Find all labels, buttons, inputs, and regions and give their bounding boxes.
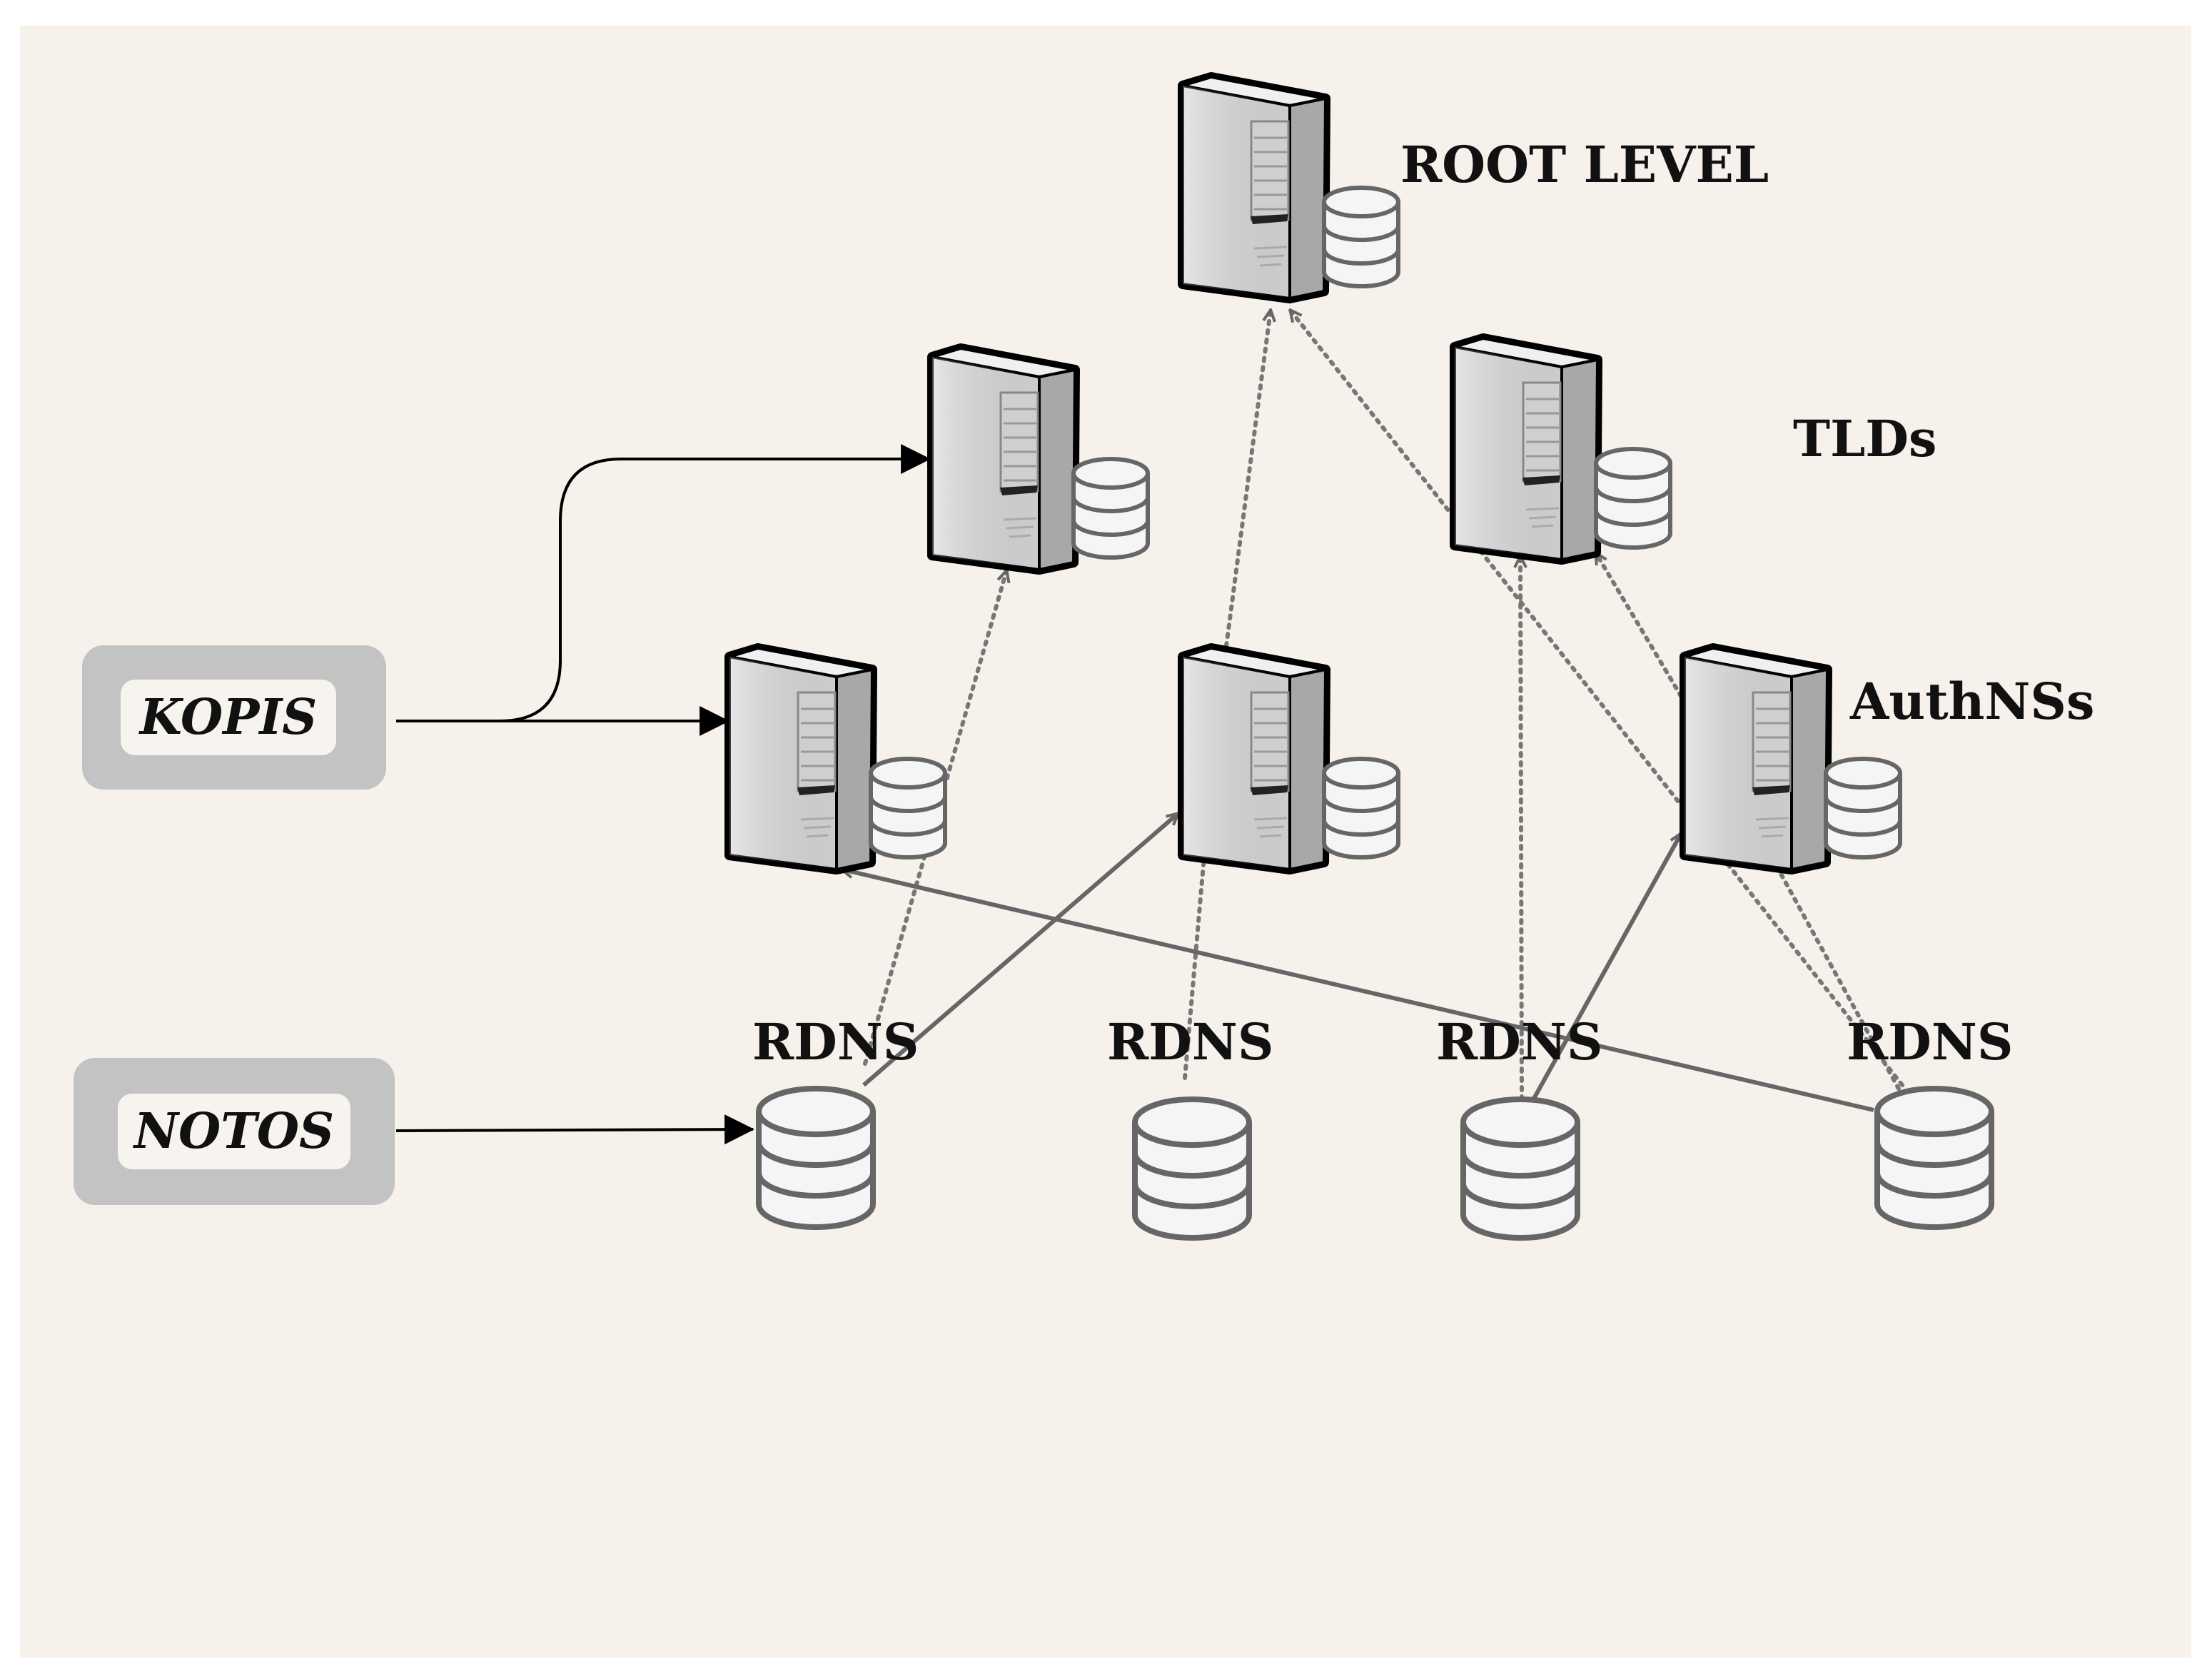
rdns-label-2: RDNS: [1107, 1012, 1274, 1071]
edge-rdns3-to-tld: [1520, 557, 1522, 1101]
rdns-label-1: RDNS: [752, 1012, 919, 1071]
left-server-icon: [729, 648, 945, 869]
upper-left-server-icon: [932, 348, 1148, 570]
solid-query-edges: [842, 814, 1874, 1112]
kopis-box: KOPIS: [82, 645, 386, 790]
notos-to-rdns-arrow: [395, 1114, 755, 1145]
edge-rdns1-to-mid-server: [862, 814, 1178, 1087]
edge-server-to-root: [1224, 311, 1271, 648]
rdns-label-4: RDNS: [1847, 1012, 2014, 1071]
edge-rdns1-to-server: [863, 571, 1006, 1066]
notos-box: NOTOS: [74, 1058, 395, 1205]
root-server-icon: [1183, 77, 1398, 298]
edge-rdns4-to-root: [1291, 311, 1904, 1087]
tld-server-icon: [1455, 338, 1670, 560]
middle-server-icon: [1183, 648, 1398, 869]
tlds-label: TLDs: [1793, 409, 1937, 468]
edge-rdns2-to-server: [1183, 830, 1208, 1080]
edge-rdns4-to-left-server: [842, 869, 1874, 1112]
rdns-database-icon-3: [1463, 1099, 1577, 1238]
authns-label: AuthNSs: [1850, 672, 2095, 731]
monitor-arrows: [395, 444, 931, 1145]
rdns-database-icon-1: [759, 1089, 873, 1227]
edge-rdns3-to-authns: [1525, 834, 1681, 1111]
rdns-database-icon-2: [1135, 1099, 1249, 1238]
rdns-label-3: RDNS: [1436, 1012, 1603, 1071]
notos-label: NOTOS: [118, 1094, 350, 1169]
rdns-database-icon-4: [1877, 1089, 1991, 1227]
root-level-label: ROOT LEVEL: [1400, 135, 1769, 194]
edge-rdns4-to-authns: [1775, 865, 1901, 1091]
kopis-label: KOPIS: [121, 680, 336, 755]
dotted-query-edges: [863, 311, 1904, 1101]
kopis-to-upper-server-arrow: [396, 444, 931, 722]
edge-authns-to-tld: [1594, 553, 1683, 698]
